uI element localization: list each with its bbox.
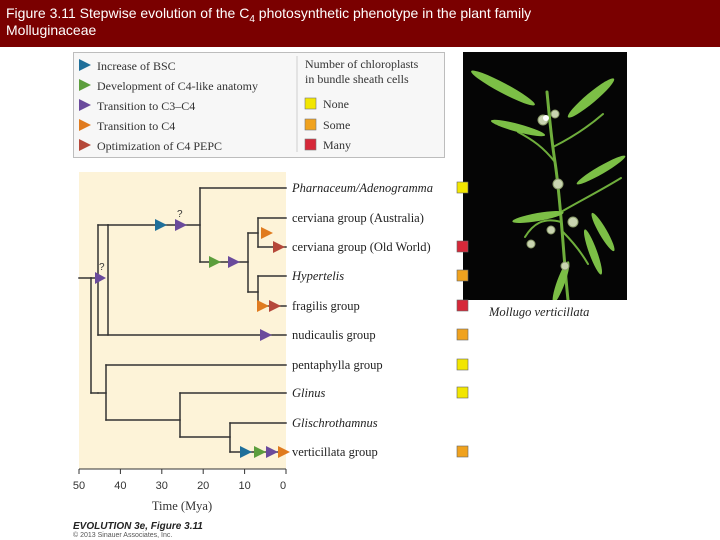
chloroplast-square-none — [457, 387, 468, 398]
legend-level-some: Some — [323, 118, 350, 132]
chloroplast-square-none — [457, 182, 468, 193]
legend-label-increase-bsc: Increase of BSC — [97, 59, 176, 73]
legend-label-pepc: Optimization of C4 PEPC — [97, 139, 222, 153]
legend-swatch-none — [305, 98, 316, 109]
footer-copyright: © 2013 Sinauer Associates, Inc. — [73, 532, 172, 539]
footer-book: EVOLUTION 3e, Figure 3.11 — [73, 521, 203, 532]
chloroplast-square-some — [457, 446, 468, 457]
legend-arrow-increase-bsc — [79, 59, 91, 71]
time-axis: 50 40 30 20 10 0 Time (Mya) — [73, 469, 286, 513]
legend-events: Increase of BSC Development of C4-like a… — [79, 59, 258, 153]
question-mark-upper: ? — [177, 209, 183, 220]
legend-arrow-c4-like-anatomy — [79, 79, 91, 91]
legend-chloroplast-title-1: Number of chloroplasts — [305, 57, 419, 71]
axis-ticks — [79, 469, 286, 474]
taxon-label: Hypertelis — [291, 269, 344, 283]
chloroplast-square-none — [457, 359, 468, 370]
axis-tick-label: 50 — [73, 480, 85, 492]
taxon-label: cerviana group (Old World) — [292, 240, 431, 254]
axis-label: Time (Mya) — [152, 499, 212, 513]
chloroplast-square-some — [457, 329, 468, 340]
axis-tick-label: 20 — [197, 480, 209, 492]
legend-label-transition-c4: Transition to C4 — [97, 119, 175, 133]
legend-level-none: None — [323, 97, 349, 111]
photo-caption: Mollugo verticillata — [488, 305, 589, 319]
axis-tick-label: 0 — [280, 480, 286, 492]
legend-level-many: Many — [323, 138, 351, 152]
chloroplast-square-some — [457, 270, 468, 281]
chloroplast-squares — [457, 182, 468, 457]
taxon-label: fragilis group — [292, 299, 360, 313]
chloroplast-square-many — [457, 241, 468, 252]
chloroplast-square-many — [457, 300, 468, 311]
axis-tick-label: 30 — [156, 480, 168, 492]
legend-chloroplast-title-2: in bundle sheath cells — [305, 72, 409, 86]
legend-swatch-many — [305, 139, 316, 150]
legend-arrow-c3-c4 — [79, 99, 91, 111]
taxon-label: verticillata group — [292, 445, 378, 459]
axis-tick-label: 40 — [114, 480, 126, 492]
taxon-label: Glinus — [292, 386, 325, 400]
taxon-label: nudicaulis group — [292, 328, 376, 342]
legend-swatch-some — [305, 119, 316, 130]
taxon-label: Glischrothamnus — [292, 416, 378, 430]
legend-arrow-transition-c4 — [79, 119, 91, 131]
taxon-label: pentaphylla group — [292, 358, 383, 372]
taxon-label: Pharnaceum/Adenogramma — [291, 181, 433, 195]
legend-label-c3-c4: Transition to C3–C4 — [97, 99, 195, 113]
legend-arrow-pepc — [79, 139, 91, 151]
legend-label-c4-like-anatomy: Development of C4-like anatomy — [97, 79, 258, 93]
question-mark-root: ? — [99, 262, 105, 273]
taxa-labels: Pharnaceum/Adenogramma cerviana group (A… — [291, 181, 433, 459]
axis-tick-label: 10 — [238, 480, 250, 492]
legend-chloroplast: Number of chloroplasts in bundle sheath … — [305, 57, 419, 152]
taxon-label: cerviana group (Australia) — [292, 211, 424, 225]
